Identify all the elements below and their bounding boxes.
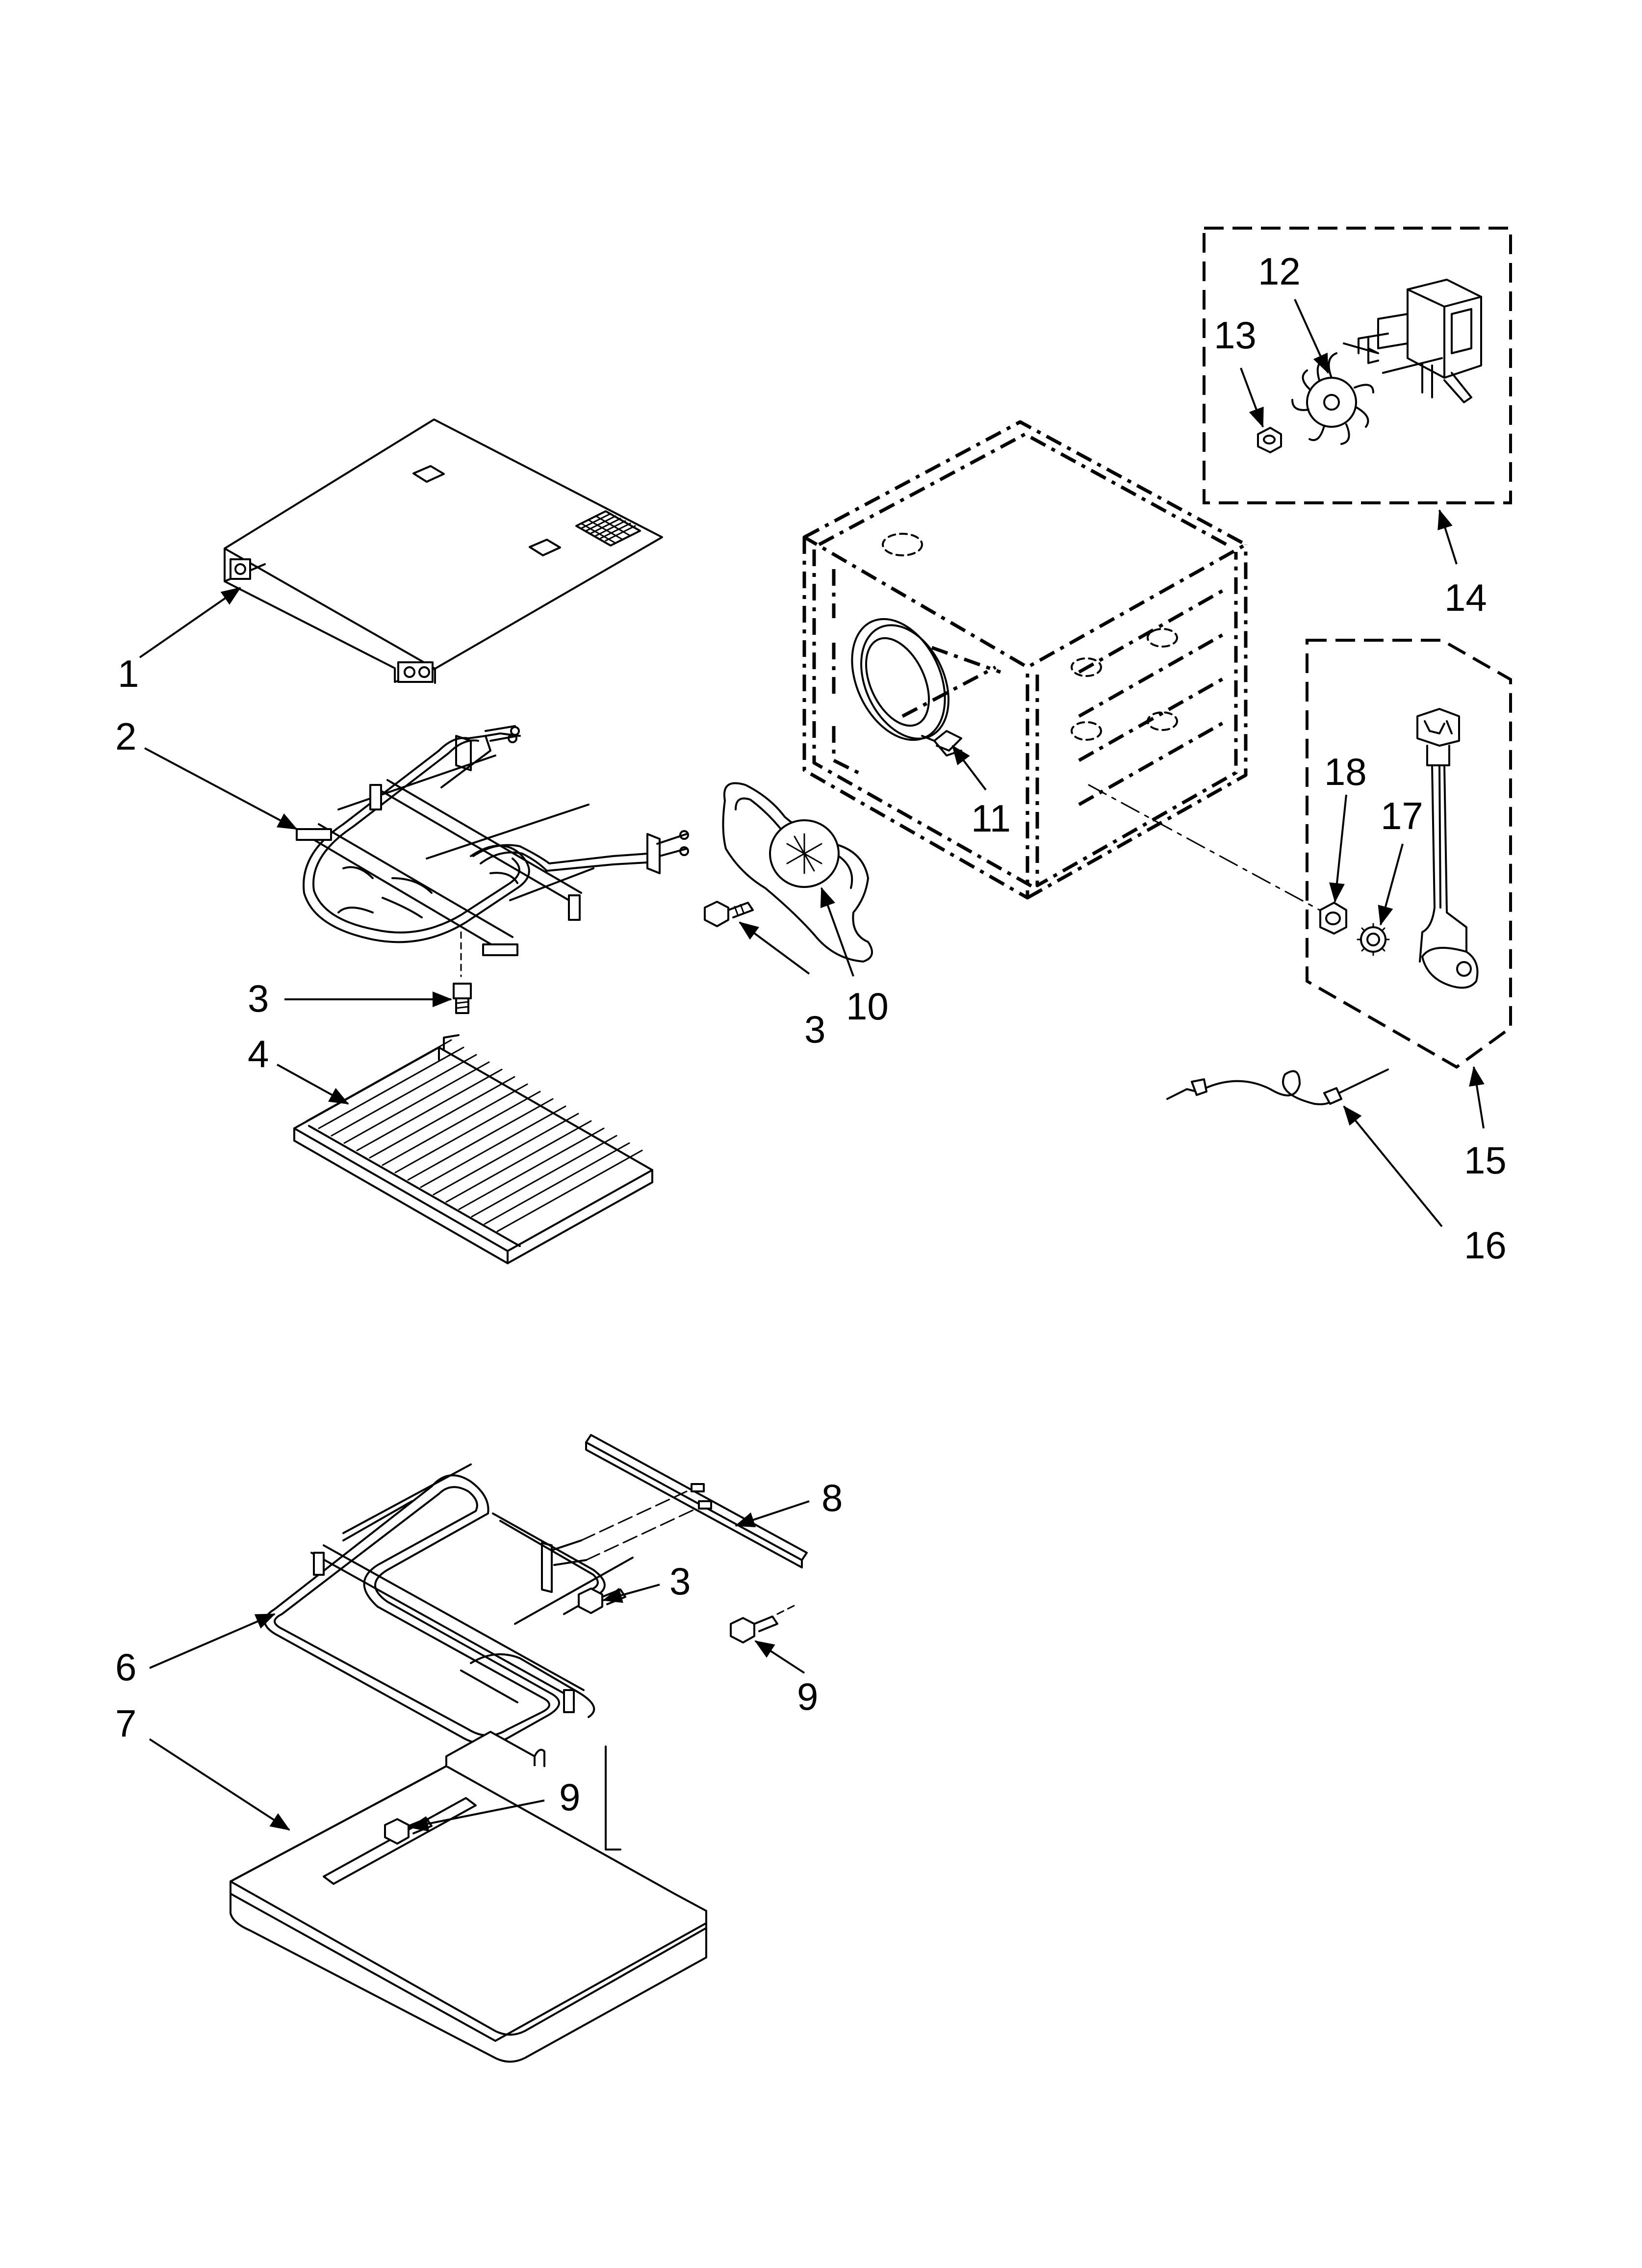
leader-18 bbox=[1329, 794, 1347, 903]
callout-16: 16 bbox=[1464, 1224, 1507, 1267]
callout-1: 1 bbox=[118, 652, 139, 695]
callout-11: 11 bbox=[971, 797, 1011, 840]
leader-2 bbox=[144, 747, 298, 830]
callout-4: 4 bbox=[248, 1032, 269, 1075]
callout-18: 18 bbox=[1324, 750, 1367, 793]
leader-9a bbox=[754, 1640, 805, 1674]
callout-3-bake: 3 bbox=[669, 1560, 691, 1603]
callout-12: 12 bbox=[1258, 250, 1301, 293]
screw-broil-element bbox=[453, 983, 472, 1014]
probe-jack-assembly bbox=[1416, 708, 1479, 989]
lock-washer bbox=[1357, 923, 1390, 956]
screw-fan-baffle bbox=[704, 901, 754, 927]
callout-3-broil: 3 bbox=[248, 977, 269, 1020]
convection-element bbox=[851, 618, 962, 756]
oven-cavity bbox=[802, 420, 1248, 900]
callout-17: 17 bbox=[1381, 794, 1423, 837]
leader-4 bbox=[277, 1064, 349, 1105]
leader-8 bbox=[735, 1500, 810, 1528]
top-cover-panel bbox=[224, 418, 663, 684]
leader-10 bbox=[820, 887, 854, 977]
leader-6 bbox=[149, 1613, 276, 1669]
callout-3-baffle: 3 bbox=[804, 1008, 825, 1051]
bake-element-cover bbox=[230, 1731, 707, 2063]
callout-labels: 1 2 3 4 3 10 11 12 13 14 15 16 17 18 8 3… bbox=[115, 250, 1507, 1819]
bake-element bbox=[264, 1463, 712, 1745]
vent-grille bbox=[575, 510, 641, 547]
callout-14: 14 bbox=[1444, 576, 1487, 619]
probe-jack-nut bbox=[1319, 902, 1347, 935]
leader-11 bbox=[951, 745, 987, 791]
meat-probe-jack-kit-box bbox=[1306, 639, 1512, 1069]
leader-7 bbox=[149, 1738, 290, 1831]
bake-element-bracket bbox=[585, 1434, 808, 1568]
leader-16 bbox=[1343, 1105, 1443, 1227]
fan-blade bbox=[1291, 352, 1374, 445]
fan-baffle bbox=[722, 782, 873, 963]
callout-15: 15 bbox=[1464, 1139, 1507, 1182]
callout-9-bracket: 9 bbox=[797, 1675, 818, 1718]
leader-9b bbox=[409, 1799, 545, 1832]
callout-2: 2 bbox=[115, 715, 136, 758]
leader-lines bbox=[139, 299, 1485, 1832]
screw-bracket bbox=[730, 1603, 798, 1643]
callout-9-cover: 9 bbox=[559, 1775, 580, 1819]
leader-3b bbox=[739, 921, 810, 975]
leader-13 bbox=[1240, 367, 1264, 428]
assembly-line-convection-motor bbox=[1088, 784, 1325, 913]
fan-nut bbox=[1257, 427, 1282, 453]
leader-12 bbox=[1294, 299, 1329, 374]
callout-6: 6 bbox=[115, 1645, 136, 1689]
callout-8: 8 bbox=[821, 1476, 843, 1519]
callout-7: 7 bbox=[115, 1702, 136, 1745]
convection-fan-motor bbox=[1343, 279, 1482, 403]
callout-13: 13 bbox=[1214, 313, 1257, 357]
leader-15 bbox=[1469, 1066, 1485, 1129]
oven-rack bbox=[293, 1034, 653, 1264]
leader-1 bbox=[139, 587, 241, 658]
meat-probe bbox=[1166, 1069, 1389, 1105]
broil-element bbox=[296, 725, 689, 977]
convection-fan-motor-kit-box bbox=[1203, 227, 1512, 504]
leader-14 bbox=[1437, 509, 1458, 565]
leader-17 bbox=[1378, 843, 1404, 926]
leader-3c bbox=[602, 1584, 660, 1603]
callout-10: 10 bbox=[846, 985, 889, 1028]
